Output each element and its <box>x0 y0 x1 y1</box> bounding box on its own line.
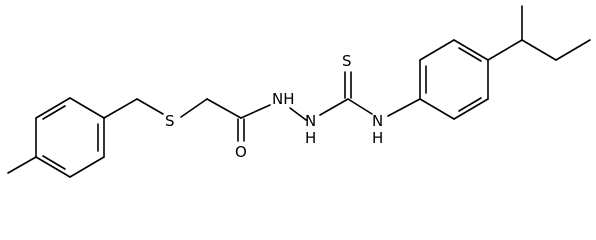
ring-bond <box>419 98 455 120</box>
carbonyl-oxygen-label: O <box>235 143 247 161</box>
sec-butylphenyl-ring <box>419 39 489 120</box>
methylphenyl-ring <box>35 97 105 178</box>
aryl-h-label: H <box>372 129 383 147</box>
n-n-bond <box>289 107 307 121</box>
aryl-n-label: N <box>372 112 383 130</box>
n-thiocarbonyl-bond <box>319 98 349 116</box>
s-ch2-bond <box>180 98 208 118</box>
ring-bond <box>419 39 455 61</box>
ring-double-bond <box>458 47 482 62</box>
thione-sulfur-label: S <box>342 52 352 70</box>
methyl-bond <box>7 156 37 174</box>
ring-double-bond <box>42 155 66 170</box>
hydrazide-n-label: N <box>305 112 316 130</box>
ring-double-bond <box>458 97 482 112</box>
ring-bond <box>35 156 71 178</box>
benzyl-ch2-bond <box>103 98 138 119</box>
carbonyl-nh-bond <box>240 104 271 119</box>
ethyl-bond <box>521 39 557 61</box>
ring-ch-bond <box>487 39 523 61</box>
ring-bond <box>69 156 105 178</box>
ring-bond <box>453 39 489 61</box>
ch2-carbonyl-bond <box>206 98 242 119</box>
n-aryl-bond <box>387 98 421 117</box>
amide-nh-label: NH <box>272 90 295 108</box>
ethyl-terminal-bond <box>555 39 591 61</box>
thioether-sulfur-label: S <box>165 112 175 130</box>
thiocarbonyl-n-bond <box>347 98 373 115</box>
ch2-s-bond <box>136 98 164 115</box>
hydrazide-h-label: H <box>305 129 316 147</box>
ring-double-bond <box>42 105 66 120</box>
ring-bond <box>453 98 489 120</box>
chemical-structure: S O NH N H S N H <box>7 5 591 178</box>
ring-bond <box>69 97 105 119</box>
ring-bond <box>35 97 71 119</box>
